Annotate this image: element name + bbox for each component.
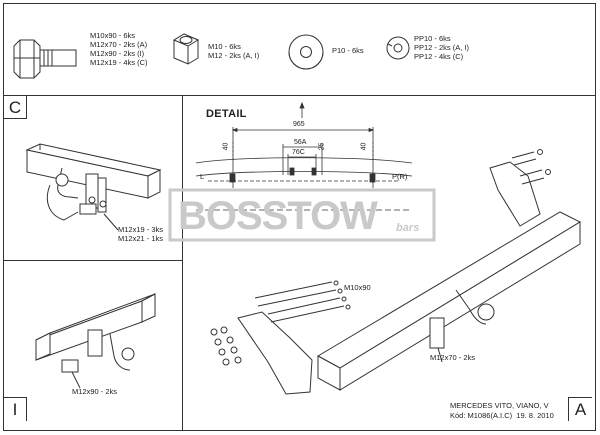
watermark-brand: BOSSTOW [178, 194, 378, 238]
spring-washer-icon [386, 36, 410, 60]
dimension-40-left: 40 [222, 142, 230, 151]
panel-i-label: I [3, 397, 27, 421]
spring-washer-quantity-2: PP12 - 2ks (A, I) [414, 43, 470, 52]
dimension-width: 965 [293, 121, 305, 128]
dimension-76c: 76C [292, 149, 305, 156]
panel-c-label: C [3, 95, 27, 119]
nut-quantity-1: M10 - 6ks [208, 42, 241, 51]
drawing-frame [3, 3, 596, 431]
bolt-quantity-4: M12x19 - 4ks (C) [90, 58, 148, 67]
bolt-quantity-3: M12x90 - 2ks (I) [90, 49, 145, 58]
panel-c-note-1: M12x19 - 3ks [118, 225, 164, 234]
detail-title: DETAIL [206, 108, 247, 120]
nut-icon [172, 33, 200, 65]
washer-quantity: P10 - 6ks [332, 46, 364, 55]
left-panel-divider [3, 260, 182, 261]
spring-washer-quantity-3: PP12 - 4ks (C) [414, 52, 464, 61]
detail-drawing [195, 101, 413, 211]
left-column-divider [182, 95, 183, 431]
dimension-56a: 56A [294, 139, 307, 146]
footer-model: MERCEDES VITO, VIANO, V [450, 401, 549, 410]
panel-c-drawing [25, 143, 162, 231]
panel-a-label: A [568, 397, 592, 421]
dimension-40-right: 40 [360, 142, 368, 151]
panel-a-drawing [210, 149, 582, 395]
dimension-25: 25 [318, 142, 326, 151]
spring-washer-quantity-1: PP10 - 6ks [414, 34, 451, 43]
panel-a-ball-note: M12x70 - 2ks [430, 353, 476, 362]
detail-side-left: L [200, 172, 205, 181]
nut-quantity-2: M12 - 2ks (A, I) [208, 51, 260, 60]
bolt-quantity-1: M10x90 - 6ks [90, 31, 136, 40]
footer-code: Kód: M1086(A.I.C) 19. 8. 2010 [450, 411, 554, 420]
header-divider [3, 95, 596, 96]
watermark-logo-icon [168, 188, 436, 242]
detail-side-right: P(R) [392, 172, 408, 181]
panel-i-drawing [35, 293, 156, 389]
washer-icon [288, 34, 324, 70]
bolt-quantity-2: M12x70 - 2ks (A) [90, 40, 148, 49]
bolt-icon [13, 39, 77, 79]
panel-c-note-2: M12x21 - 1ks [118, 234, 164, 243]
panel-i-note: M12x90 - 2ks [72, 387, 118, 396]
panel-a-bolt-note: M10x90 [344, 283, 371, 292]
watermark-suffix: bars [396, 222, 420, 234]
